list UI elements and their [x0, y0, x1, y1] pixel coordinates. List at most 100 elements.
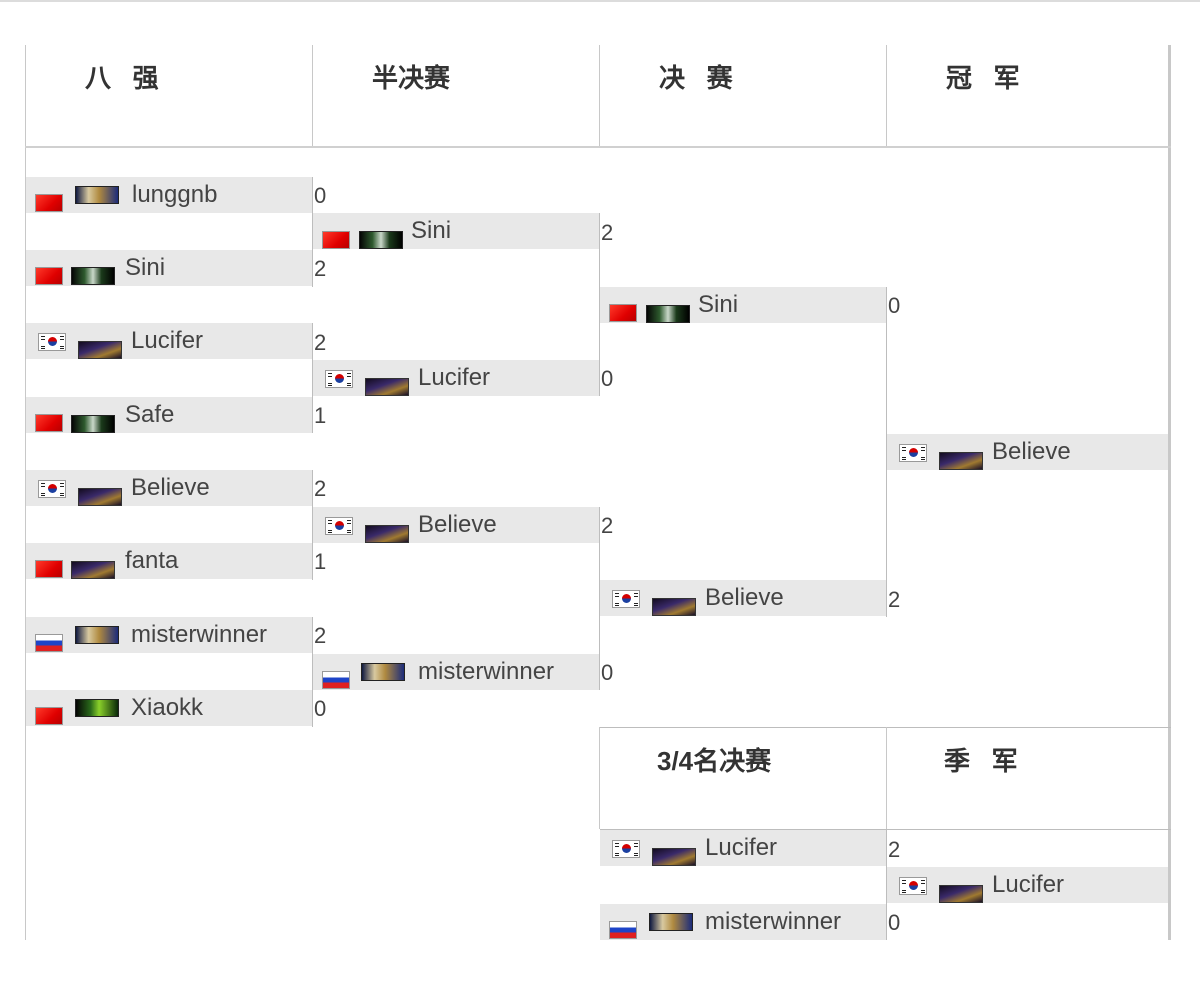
match-score: 1	[314, 403, 327, 428]
match-score: 2	[888, 837, 901, 862]
player-name: misterwinner	[131, 621, 268, 648]
flag-icon	[325, 370, 353, 388]
player-name: misterwinner	[705, 908, 842, 935]
player-slot-final-1[interactable]: Sini	[600, 287, 886, 323]
flag-icon	[612, 590, 640, 608]
flag-icon	[322, 671, 350, 689]
match-score: 0	[601, 366, 614, 391]
race-icon	[365, 378, 409, 396]
race-icon	[652, 848, 696, 866]
header-divider	[599, 45, 600, 147]
bracket-connector	[599, 507, 600, 690]
player-slot-final-2[interactable]: Believe	[600, 580, 886, 616]
race-icon	[75, 626, 119, 644]
player-name: Lucifer	[992, 871, 1065, 898]
race-icon	[78, 341, 122, 359]
player-slot-qf-7[interactable]: misterwinner	[26, 617, 312, 653]
flag-icon	[609, 921, 637, 939]
match-score: 2	[601, 220, 614, 245]
match-score: 2	[314, 476, 327, 501]
player-slot-third-2[interactable]: misterwinner	[600, 904, 886, 940]
flag-icon	[612, 840, 640, 858]
player-name: Lucifer	[705, 834, 778, 861]
bracket-connector	[312, 470, 313, 580]
flag-icon	[35, 707, 63, 725]
match-score: 1	[314, 549, 327, 574]
bracket-right-border	[1168, 45, 1171, 940]
player-slot-sf-2[interactable]: Lucifer	[313, 360, 599, 396]
player-slot-qf-4[interactable]: Safe	[26, 397, 312, 433]
player-name: Believe	[705, 584, 784, 611]
race-icon	[359, 231, 403, 249]
player-slot-third-1[interactable]: Lucifer	[600, 830, 886, 866]
flag-icon	[609, 304, 637, 322]
player-name: Safe	[125, 401, 175, 428]
header-third-place: 季 军	[944, 746, 1018, 776]
player-name: fanta	[125, 547, 179, 574]
player-slot-qf-8[interactable]: Xiaokk	[26, 690, 312, 726]
match-score: 2	[888, 587, 901, 612]
match-score: 0	[888, 293, 901, 318]
player-name: Sini	[125, 254, 166, 281]
bracket-left-border	[25, 45, 26, 940]
player-slot-qf-2[interactable]: Sini	[26, 250, 312, 286]
flag-icon	[899, 877, 927, 895]
match-score: 0	[314, 183, 327, 208]
race-icon	[71, 415, 115, 433]
flag-icon	[38, 333, 66, 351]
player-name: misterwinner	[418, 658, 555, 685]
race-icon	[71, 561, 115, 579]
player-slot-sf-4[interactable]: misterwinner	[313, 654, 599, 690]
match-score: 2	[314, 256, 327, 281]
third-place-header-bottom	[600, 829, 1171, 830]
champion-slot[interactable]: Believe	[887, 434, 1168, 470]
flag-icon	[35, 560, 63, 578]
race-icon	[75, 186, 119, 204]
player-name: Xiaokk	[131, 694, 204, 721]
header-divider	[312, 45, 313, 147]
header-divider	[886, 727, 887, 829]
header-bottom-border	[25, 146, 1171, 148]
header-divider	[599, 727, 600, 829]
header-third-place-match: 3/4名决赛	[657, 746, 772, 776]
flag-icon	[35, 267, 63, 285]
flag-icon	[322, 231, 350, 249]
player-name: Sini	[411, 217, 452, 244]
bracket-connector	[886, 287, 887, 617]
third-place-slot[interactable]: Lucifer	[887, 867, 1168, 903]
player-slot-sf-3[interactable]: Believe	[313, 507, 599, 543]
race-icon	[71, 267, 115, 285]
top-divider	[0, 0, 1200, 2]
match-score: 0	[601, 660, 614, 685]
flag-icon	[38, 480, 66, 498]
header-semifinal: 半决赛	[372, 63, 451, 93]
player-name: Lucifer	[131, 327, 204, 354]
match-score: 0	[888, 910, 901, 935]
race-icon	[78, 488, 122, 506]
race-icon	[652, 598, 696, 616]
player-name: Believe	[131, 474, 210, 501]
race-icon	[365, 525, 409, 543]
player-slot-qf-1[interactable]: lunggnb	[26, 177, 312, 213]
flag-icon	[899, 444, 927, 462]
player-slot-qf-6[interactable]: fanta	[26, 543, 312, 579]
header-final: 决 赛	[659, 63, 733, 93]
player-name: lunggnb	[132, 181, 218, 208]
bracket-connector	[312, 323, 313, 433]
player-slot-qf-3[interactable]: Lucifer	[26, 323, 312, 359]
player-name: Believe	[418, 511, 497, 538]
race-icon	[939, 885, 983, 903]
race-icon	[361, 663, 405, 681]
bracket-connector	[886, 830, 887, 940]
player-slot-sf-1[interactable]: Sini	[313, 213, 599, 249]
match-score: 0	[314, 696, 327, 721]
header-quarterfinal: 八 强	[85, 63, 159, 93]
race-icon	[939, 452, 983, 470]
flag-icon	[325, 517, 353, 535]
race-icon	[75, 699, 119, 717]
player-slot-qf-5[interactable]: Believe	[26, 470, 312, 506]
flag-icon	[35, 194, 63, 212]
header-divider	[886, 45, 887, 147]
match-score: 2	[601, 513, 614, 538]
flag-icon	[35, 414, 63, 432]
